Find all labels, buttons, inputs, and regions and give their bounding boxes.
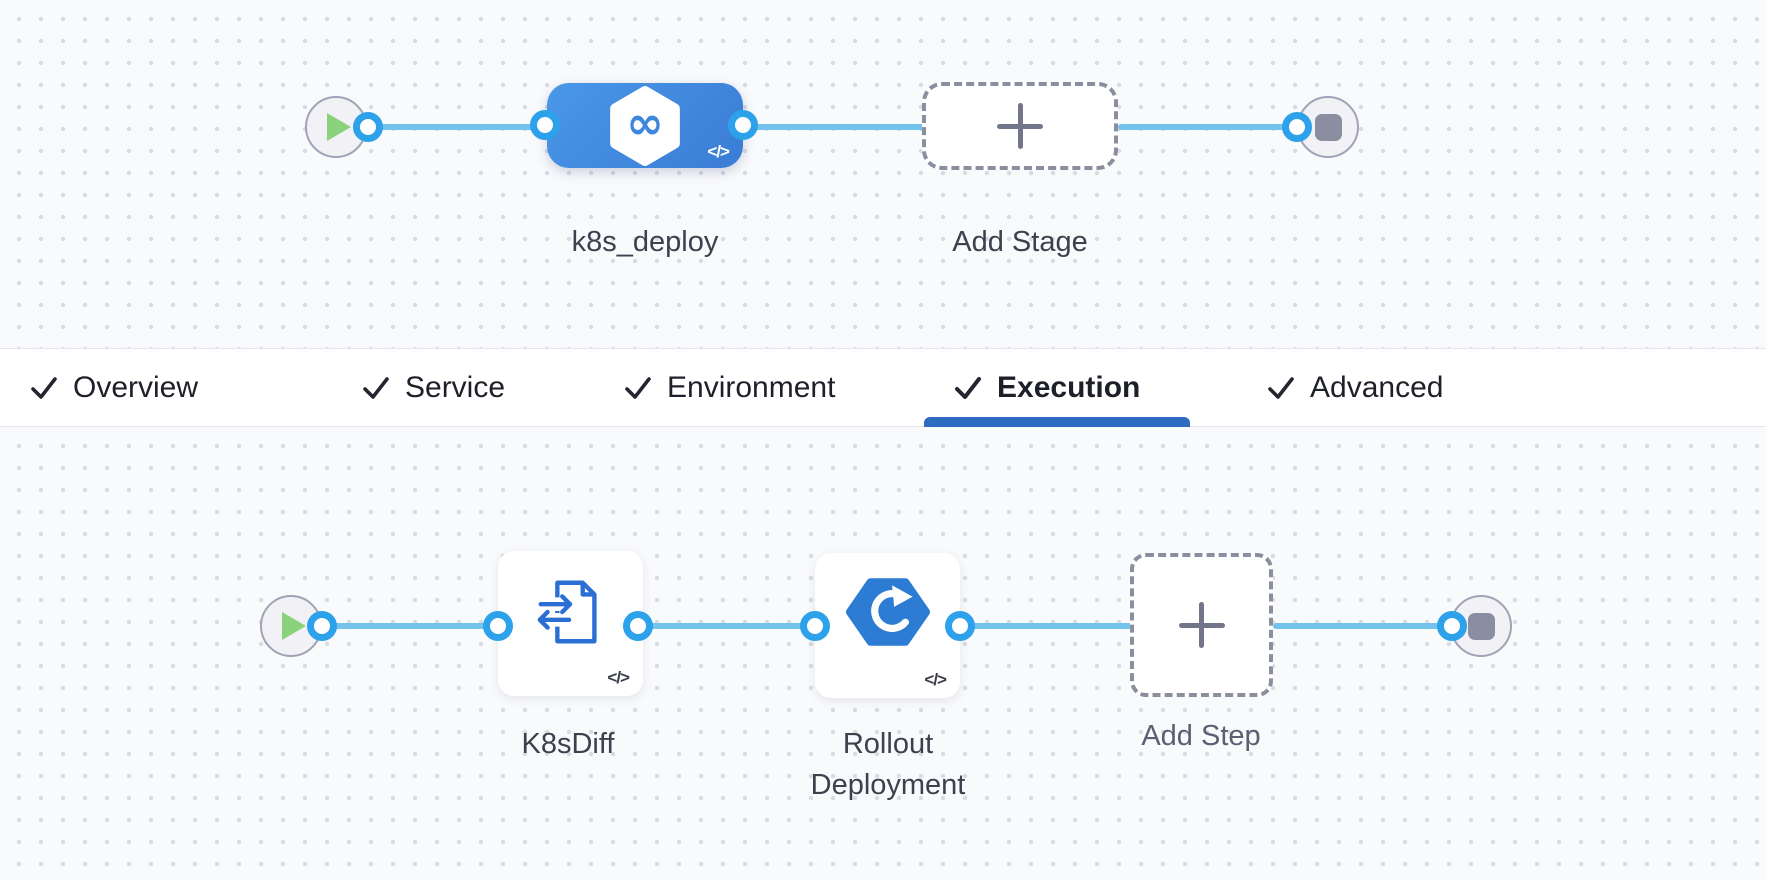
end-node-in-port[interactable] bbox=[1282, 112, 1312, 142]
step-label-k8sdiff: K8sDiff bbox=[521, 728, 615, 760]
start-node-out-port[interactable] bbox=[353, 112, 383, 142]
check-icon bbox=[625, 376, 651, 399]
edge-k8sdiff-to-rollout bbox=[638, 623, 817, 629]
plus-icon bbox=[997, 103, 1043, 149]
rollout-out-port[interactable] bbox=[945, 611, 975, 641]
step-label-rollout-deployment: Rollout Deployment bbox=[810, 728, 966, 801]
edge-start-to-stage bbox=[360, 124, 550, 130]
code-icon: </> bbox=[707, 142, 730, 161]
step-node-rollout-deployment[interactable]: </> bbox=[815, 553, 960, 698]
tab-advanced[interactable]: Advanced bbox=[1267, 349, 1443, 426]
k8sdiff-in-port[interactable] bbox=[483, 611, 513, 641]
exec-end-in-port[interactable] bbox=[1437, 611, 1467, 641]
active-tab-underline bbox=[924, 417, 1190, 427]
check-icon bbox=[31, 376, 57, 399]
add-step-node[interactable] bbox=[1130, 553, 1273, 697]
tab-overview[interactable]: Overview bbox=[30, 349, 198, 426]
edge-start-to-k8sdiff bbox=[314, 623, 500, 629]
stage-label: k8s_deploy bbox=[571, 226, 719, 258]
add-step-label: Add Step bbox=[1141, 720, 1261, 752]
stage-node-k8s-deploy[interactable]: ∞ </> bbox=[547, 83, 743, 168]
stop-icon bbox=[1314, 113, 1342, 141]
stage-out-port[interactable] bbox=[728, 110, 758, 140]
stage-config-tab-bar: Overview Service Environment Execution A… bbox=[0, 348, 1766, 427]
add-stage-label: Add Stage bbox=[952, 226, 1088, 258]
check-icon bbox=[955, 376, 981, 399]
check-icon bbox=[1268, 376, 1294, 399]
rollout-in-port[interactable] bbox=[800, 611, 830, 641]
stage-in-port[interactable] bbox=[530, 110, 560, 140]
edge-addstep-to-end bbox=[1273, 623, 1452, 629]
check-icon bbox=[363, 376, 389, 399]
edge-addstage-to-end bbox=[1118, 124, 1290, 130]
k8sdiff-out-port[interactable] bbox=[623, 611, 653, 641]
edge-rollout-to-addstep bbox=[960, 623, 1132, 629]
add-stage-node[interactable] bbox=[922, 82, 1118, 170]
tab-service[interactable]: Service bbox=[362, 349, 505, 426]
tab-environment[interactable]: Environment bbox=[624, 349, 835, 426]
stop-icon bbox=[1467, 612, 1495, 640]
stage-canvas: ∞ </> k8s_deploy Add Stage bbox=[0, 0, 1766, 348]
step-node-k8sdiff[interactable]: </> bbox=[498, 551, 643, 696]
tab-execution[interactable]: Execution bbox=[954, 349, 1140, 426]
edge-stage-to-addstage bbox=[743, 124, 925, 130]
plus-icon bbox=[1178, 602, 1225, 648]
play-icon bbox=[282, 612, 306, 640]
code-icon: </> bbox=[607, 668, 630, 687]
harness-hexagon-icon: ∞ bbox=[610, 85, 680, 166]
exec-start-out-port[interactable] bbox=[307, 611, 337, 641]
k8s-diff-icon bbox=[537, 580, 597, 644]
play-icon bbox=[327, 113, 351, 141]
rollout-deployment-icon bbox=[845, 578, 930, 646]
svg-text:∞: ∞ bbox=[626, 96, 664, 149]
pipeline-end-node bbox=[1297, 96, 1359, 158]
code-icon: </> bbox=[924, 670, 947, 689]
execution-start-node bbox=[260, 595, 322, 657]
